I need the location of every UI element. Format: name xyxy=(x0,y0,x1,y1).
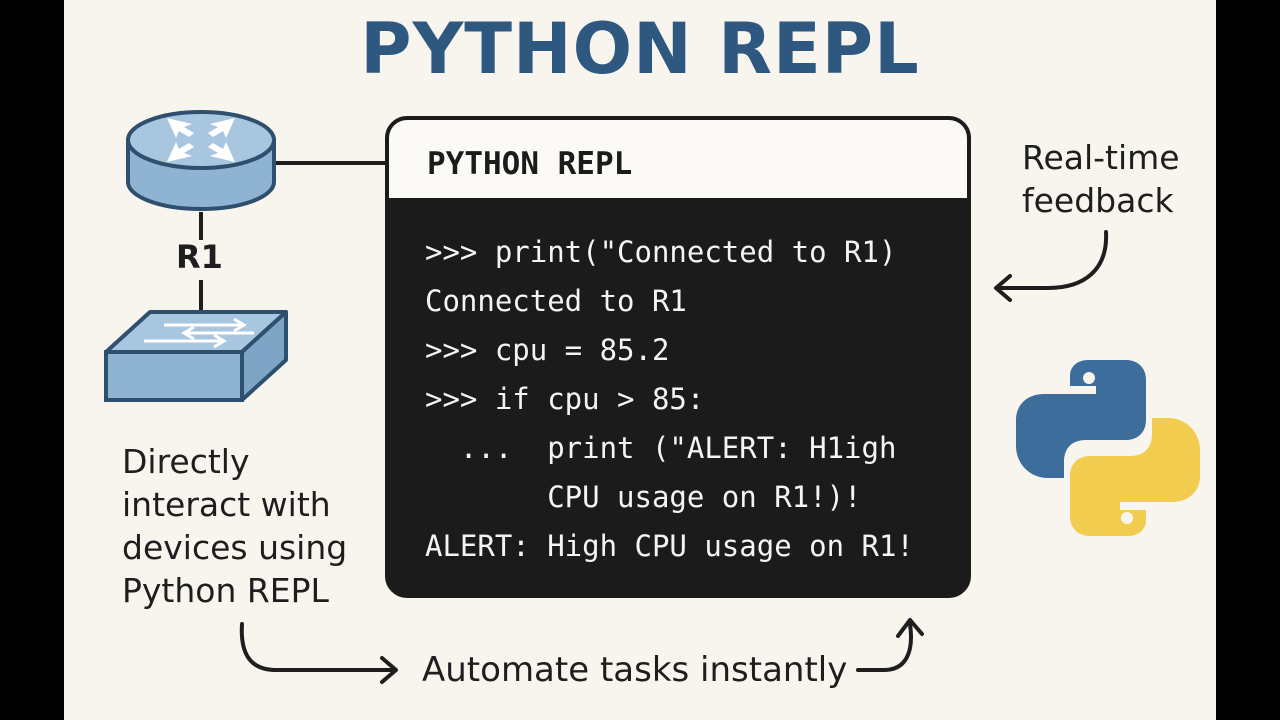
diagram-graphics xyxy=(104,110,1200,684)
right-caption-line: feedback xyxy=(1022,181,1174,220)
bottom-caption: Automate tasks instantly xyxy=(422,650,848,690)
left-caption-line: devices using xyxy=(122,528,348,567)
switch-icon xyxy=(104,310,288,402)
router-icon xyxy=(126,110,276,211)
left-caption-line: interact with xyxy=(122,485,331,524)
right-caption-line: Real-time xyxy=(1022,138,1180,177)
repl-window[interactable]: PYTHON REPL >>> print("Connected to R1) … xyxy=(385,116,971,598)
left-caption-line: Python REPL xyxy=(122,571,329,610)
feedback-arrow-icon xyxy=(994,230,1109,302)
repl-header: PYTHON REPL xyxy=(389,120,967,198)
repl-line: >>> print("Connected to R1) xyxy=(425,235,897,269)
repl-console[interactable]: >>> print("Connected to R1) Connected to… xyxy=(389,198,967,571)
canvas: PYTHON REPL xyxy=(64,0,1216,720)
repl-line: >>> cpu = 85.2 xyxy=(425,333,670,367)
right-caption: Real-time feedback xyxy=(1022,136,1180,222)
left-caption-line: Directly xyxy=(122,442,250,481)
repl-line: ... print ("ALERT: H1igh xyxy=(425,431,897,465)
left-caption: Directly interact with devices using Pyt… xyxy=(122,440,347,612)
page-title: PYTHON REPL xyxy=(360,8,920,90)
repl-line: CPU usage on R1!)! xyxy=(425,480,862,514)
repl-line: ALERT: High CPU usage on R1! xyxy=(425,529,914,563)
python-logo-icon xyxy=(1016,360,1200,536)
repl-line: Connected to R1 xyxy=(425,284,687,318)
automate-arrow-right-icon xyxy=(856,618,924,672)
router-label: R1 xyxy=(176,238,223,276)
automate-arrow-left-icon xyxy=(239,622,398,684)
repl-line: >>> if cpu > 85: xyxy=(425,382,705,416)
